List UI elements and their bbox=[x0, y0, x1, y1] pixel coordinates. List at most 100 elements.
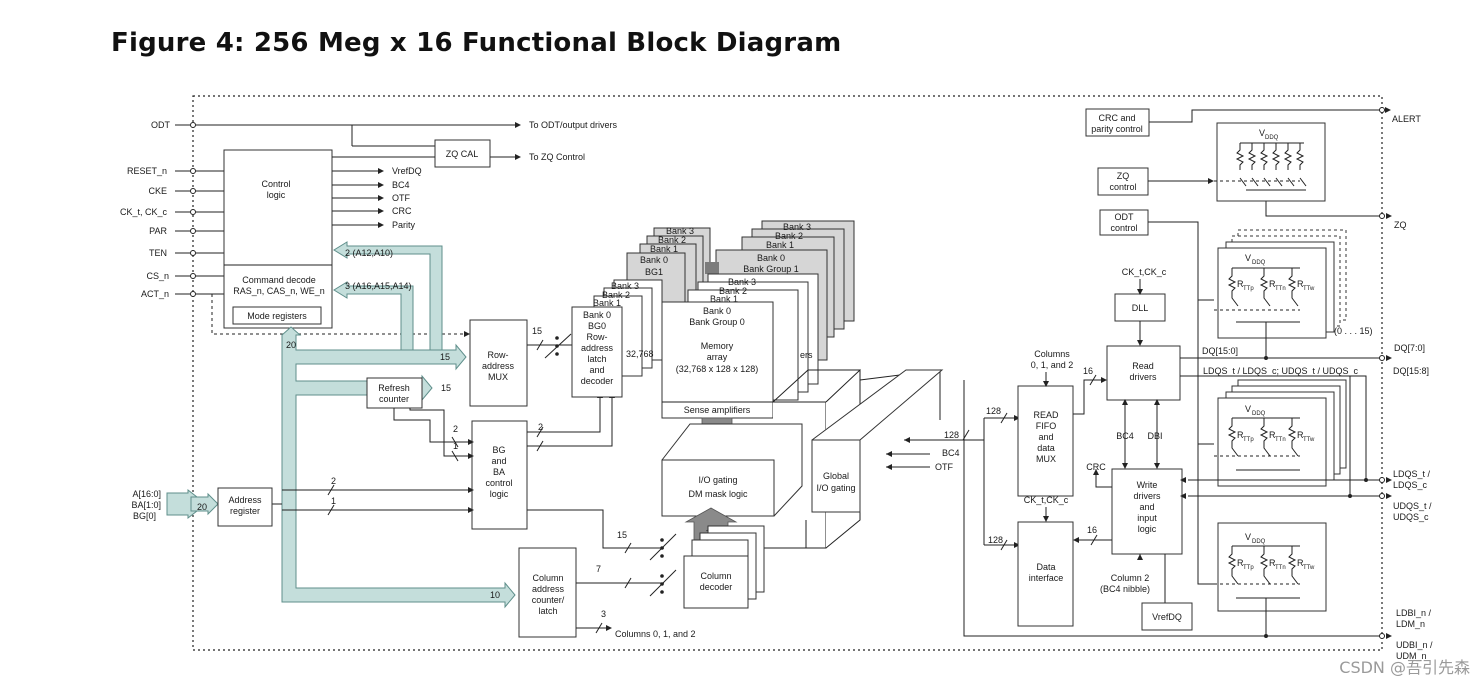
ldqs-a-label: LDQS_t / bbox=[1393, 469, 1431, 479]
pin-reset: RESET_n bbox=[127, 166, 167, 176]
memory-array-l2: array bbox=[707, 352, 728, 362]
pin-ck: CK_t, CK_c bbox=[120, 207, 168, 217]
row-mux-l2: address bbox=[482, 361, 515, 371]
dbi-rttp: R bbox=[1237, 558, 1244, 568]
dq158-label: DQ[15:8] bbox=[1393, 366, 1429, 376]
zq-vddq: V bbox=[1259, 128, 1265, 138]
dq-rttw: R bbox=[1297, 279, 1304, 289]
bgrp1-bank0: Bank 0 bbox=[757, 253, 785, 263]
vrefdq-box bbox=[1141, 602, 1193, 631]
memory-array-l1: Memory bbox=[701, 341, 734, 351]
fifo-l3: and bbox=[1038, 432, 1053, 442]
bgba-l3: BA bbox=[493, 467, 505, 477]
pin-cs: CS_n bbox=[146, 271, 169, 281]
dq150-label: DQ[15:0] bbox=[1202, 346, 1238, 356]
address-register-box bbox=[217, 487, 273, 527]
ctrl-out-crc: CRC bbox=[392, 206, 412, 216]
di-l2: interface bbox=[1029, 573, 1064, 583]
bgrp1-bank2: Bank 2 bbox=[775, 231, 803, 241]
bgrp0-bank2: Bank 2 bbox=[719, 286, 747, 296]
bgrp0-label: Bank Group 0 bbox=[689, 317, 745, 327]
bus-15a-label: 15 bbox=[440, 352, 450, 362]
ldqs-b-label: LDQS_c bbox=[1393, 480, 1428, 490]
zq-resistor-network: V DDQ bbox=[1214, 122, 1326, 202]
bus-20b-label: 20 bbox=[197, 502, 207, 512]
wd-l4: input bbox=[1137, 513, 1157, 523]
pin-cke: CKE bbox=[148, 186, 167, 196]
dqs-rttw-sub: TTw bbox=[1303, 437, 1315, 443]
odt-control-l1: ODT bbox=[1115, 212, 1135, 222]
global-io-l1: Global bbox=[823, 471, 849, 481]
pin-par: PAR bbox=[149, 226, 167, 236]
line-2b-label: 2 bbox=[331, 476, 336, 486]
dbi-termination: V DDQ R TTp R TTn R TTw bbox=[1214, 522, 1327, 636]
read-fifo-box bbox=[1017, 385, 1074, 497]
bgrp0-bank0: Bank 0 bbox=[703, 306, 731, 316]
to-odt-label: To ODT/output drivers bbox=[529, 120, 618, 130]
bgrp0-bank1: Bank 1 bbox=[710, 294, 738, 304]
zq-control-l1: ZQ bbox=[1117, 171, 1130, 181]
di-l1: Data bbox=[1036, 562, 1055, 572]
wd-l5: logic bbox=[1138, 524, 1157, 534]
global-io-gating: Global I/O gating bbox=[811, 369, 944, 513]
dqs-bus-label: LDQS_t / LDQS_c; UDQS_t / UDQS_c bbox=[1203, 366, 1359, 376]
bank-group-0-stack: Bank 3 Bank 2 Bank 1 Bank 0 Bank Group 0… bbox=[661, 273, 819, 419]
command-decode-l1: Command decode bbox=[242, 275, 316, 285]
ck-dll-label: CK_t,CK_c bbox=[1122, 267, 1167, 277]
dq-rttn-sub: TTn bbox=[1275, 286, 1286, 292]
bg0-bank1: Bank 1 bbox=[593, 298, 621, 308]
write-drivers-box bbox=[1111, 468, 1183, 555]
bgba-l5: logic bbox=[490, 489, 509, 499]
refresh-counter-l2: counter bbox=[379, 394, 409, 404]
bgba-l2: and bbox=[491, 456, 506, 466]
bg0-bank3: Bank 3 bbox=[611, 281, 639, 291]
control-logic-l1: Control bbox=[261, 179, 290, 189]
colcnt-l3: counter/ bbox=[532, 595, 565, 605]
address-register-l2: register bbox=[230, 506, 260, 516]
latch-l3: Row- bbox=[586, 332, 607, 342]
dqs-rttw: R bbox=[1297, 430, 1304, 440]
dbi-rttp-sub: TTp bbox=[1243, 565, 1254, 571]
ldbi-b-label: LDM_n bbox=[1396, 619, 1425, 629]
memory-array-l3: (32,768 x 128 x 128) bbox=[676, 364, 759, 374]
bgba-l4: control bbox=[485, 478, 512, 488]
dbi-rttn-sub: TTn bbox=[1275, 565, 1286, 571]
columns-a-label: Columns bbox=[1034, 349, 1070, 359]
latch-l1: Bank 0 bbox=[583, 310, 611, 320]
col2a-label: Column 2 bbox=[1111, 573, 1150, 583]
crc-parity-l1: CRC and bbox=[1098, 113, 1135, 123]
latch-l4: address bbox=[581, 343, 614, 353]
zq-control-box bbox=[1097, 167, 1149, 196]
latch-l6: and bbox=[589, 365, 604, 375]
row-mux-l3: MUX bbox=[488, 372, 508, 382]
bus-10-label: 10 bbox=[490, 590, 500, 600]
line-15d-label: 15 bbox=[617, 530, 627, 540]
latch-l2: BG0 bbox=[588, 321, 606, 331]
wd-l1: Write bbox=[1137, 480, 1158, 490]
fifo-l1: READ bbox=[1033, 410, 1059, 420]
io-gating-block: I/O gating DM mask logic bbox=[661, 423, 803, 517]
dqs-vddq-sub: DDQ bbox=[1252, 411, 1266, 417]
ctrl-out-parity: Parity bbox=[392, 220, 416, 230]
colcnt-l2: address bbox=[532, 584, 565, 594]
pin-a: A[16:0] bbox=[132, 489, 161, 499]
dbi-vddq: V bbox=[1245, 532, 1251, 542]
input-pins: ODT RESET_n CKE CK_t, CK_c PAR TEN CS_n … bbox=[120, 120, 618, 521]
bg1-bank0: Bank 0 bbox=[640, 255, 668, 265]
dqs-rttn-sub: TTn bbox=[1275, 437, 1286, 443]
odt-control-l2: control bbox=[1110, 223, 1137, 233]
columns-012-label: Columns 0, 1, and 2 bbox=[615, 629, 696, 639]
bg1-bank2: Bank 2 bbox=[658, 235, 686, 245]
n16b-label: 16 bbox=[1087, 525, 1097, 535]
bg0-bank2: Bank 2 bbox=[602, 290, 630, 300]
row-latch-box bbox=[571, 306, 623, 398]
pin-ba: BA[1:0] bbox=[131, 500, 161, 510]
line-3-label: 3 bbox=[601, 609, 606, 619]
dqs-vddq: V bbox=[1245, 404, 1251, 414]
data-interface-box bbox=[1017, 521, 1074, 627]
dqs-rttp-sub: TTp bbox=[1243, 437, 1254, 443]
colcnt-l4: latch bbox=[538, 606, 557, 616]
refresh-counter-l1: Refresh bbox=[378, 383, 410, 393]
sense-amplifiers-label: Sense amplifiers bbox=[684, 405, 751, 415]
